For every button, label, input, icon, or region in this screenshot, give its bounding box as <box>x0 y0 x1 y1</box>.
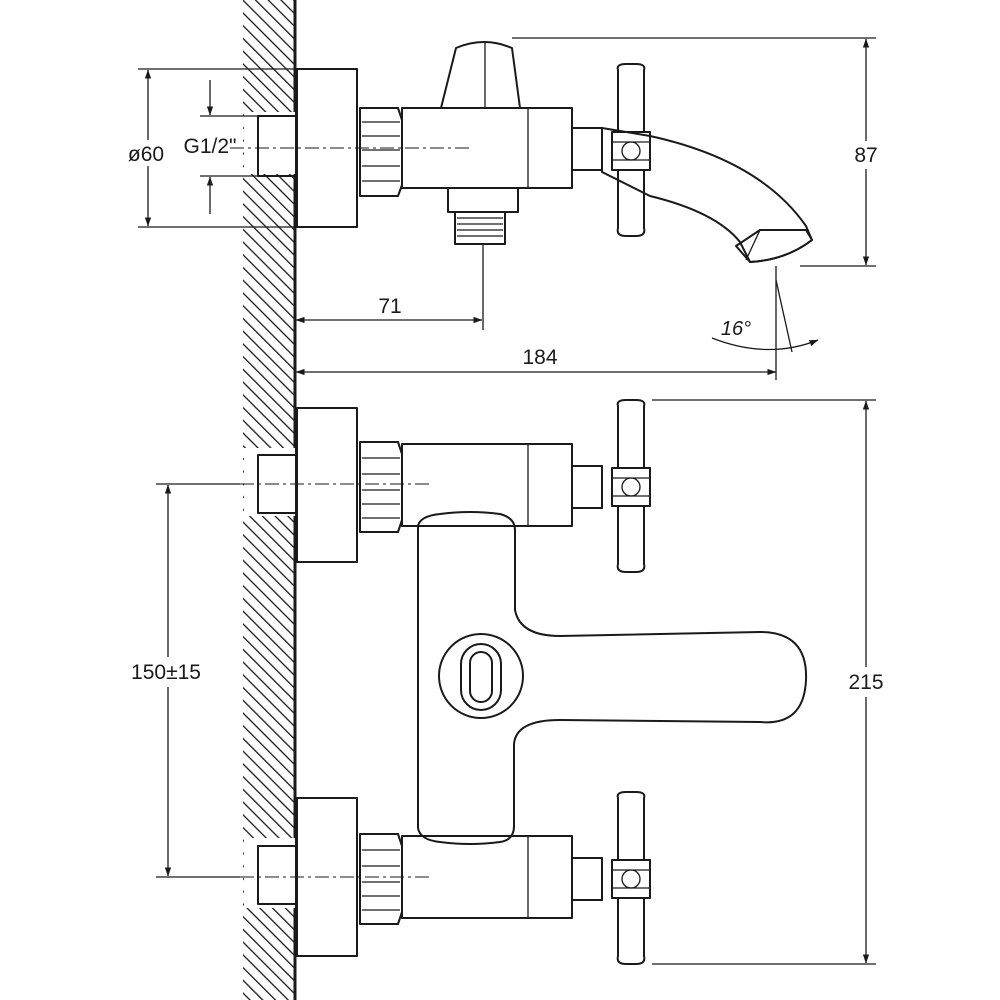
front-view <box>240 399 808 965</box>
total-projection-label: 184 <box>522 346 557 369</box>
spout-height-label: 87 <box>854 144 877 167</box>
wall-section <box>243 0 297 1000</box>
side-view <box>230 41 813 263</box>
thread-label: G1/2" <box>184 135 237 158</box>
spout-angle-label: 16° <box>721 318 751 340</box>
total-height-label: 215 <box>848 671 883 694</box>
inlet-spacing-label: 150±15 <box>131 661 201 684</box>
inlet-to-diverter-label: 71 <box>378 295 401 318</box>
diameter-label: ø60 <box>128 143 164 166</box>
